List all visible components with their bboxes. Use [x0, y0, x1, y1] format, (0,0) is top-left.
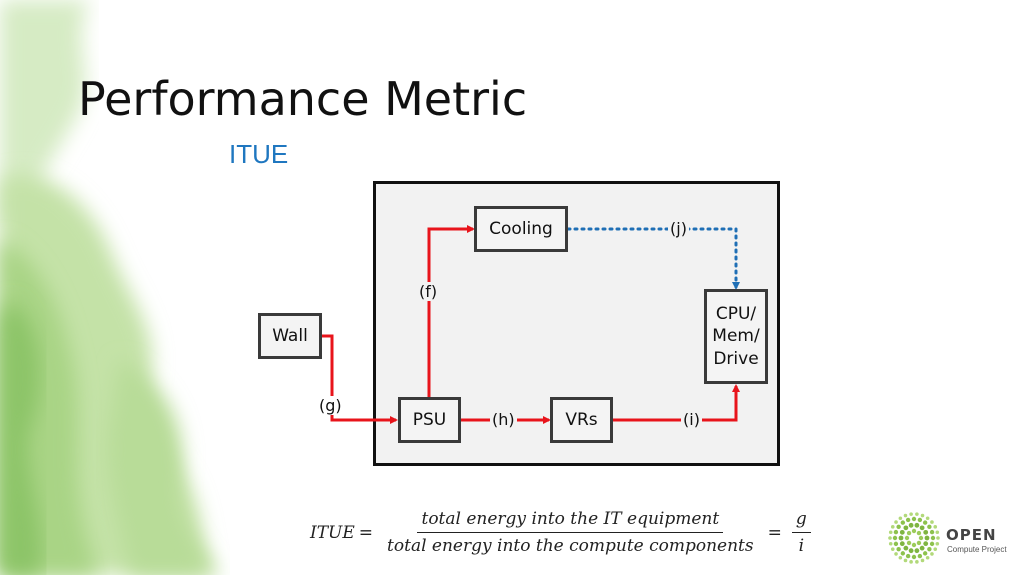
node-vrs: VRs: [550, 397, 613, 443]
edge-label-j: (j): [668, 219, 689, 238]
edge-vrs-cpu: [613, 384, 740, 422]
edge-label-f: (f): [417, 282, 440, 301]
ratio-denominator: i: [798, 536, 805, 556]
logo-subtext: Compute Project: [947, 545, 1007, 554]
equals-sign: =: [358, 522, 374, 543]
formula-fraction: total energy into the IT equipment total…: [383, 509, 758, 556]
slide-title: Performance Metric: [78, 72, 528, 126]
itue-formula: ITUE = total energy into the IT equipmen…: [310, 505, 817, 560]
node-wall: Wall: [258, 313, 322, 359]
formula-lhs: ITUE: [310, 522, 355, 543]
logo-wordmark: OPEN: [946, 526, 997, 544]
formula-denominator: total energy into the compute components: [387, 536, 754, 556]
node-psu: PSU: [398, 397, 461, 443]
edge-wall-psu: [322, 334, 398, 424]
formula-numerator: total energy into the IT equipment: [417, 509, 724, 533]
edge-cooling-cpu: [566, 227, 740, 290]
edge-label-h: (h): [490, 410, 517, 429]
edge-label-g: (g): [319, 396, 342, 415]
slide-subtitle: ITUE: [229, 139, 289, 169]
equals-sign-2: =: [767, 522, 782, 543]
edge-psu-cooling: [427, 225, 475, 398]
ratio-numerator: g: [791, 509, 811, 533]
edge-label-i: (i): [681, 410, 702, 429]
watercolor-background: [0, 0, 220, 575]
ratio-fraction: g i: [791, 509, 811, 556]
node-cpu-mem-drive: CPU/ Mem/ Drive: [704, 289, 768, 384]
node-cooling: Cooling: [474, 206, 568, 252]
ocp-logo-icon: [888, 512, 940, 564]
